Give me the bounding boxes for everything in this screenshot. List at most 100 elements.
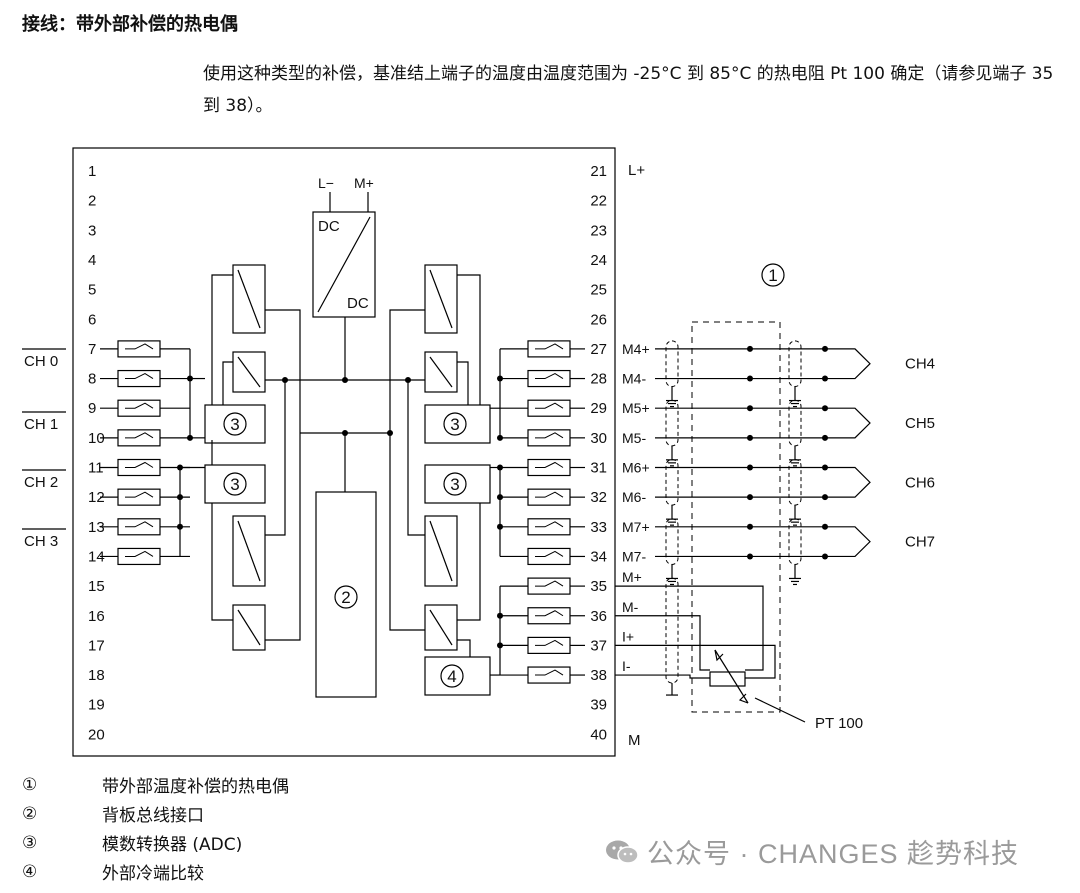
internal-wire <box>265 380 301 641</box>
switch-symbol <box>535 461 564 468</box>
isolator <box>232 515 266 587</box>
junction-dot <box>747 434 753 441</box>
backplane-marker: 2 <box>341 588 350 607</box>
isolator <box>424 264 458 334</box>
terminal-number: 35 <box>590 578 607 595</box>
input-switch <box>117 488 161 506</box>
terminal-number: 36 <box>590 608 607 625</box>
terminal-number: 40 <box>590 726 607 743</box>
internal-wire <box>457 639 471 657</box>
internal-wire <box>211 503 233 621</box>
wire-label: M6+ <box>622 460 650 476</box>
module-outline <box>72 147 616 757</box>
wire-label: M7- <box>622 548 646 564</box>
adc-left-bottom <box>204 464 266 504</box>
input-switch <box>527 547 571 566</box>
switch-symbol <box>535 610 564 617</box>
isolator <box>232 264 266 334</box>
channel-label-right: CH7 <box>905 534 935 551</box>
isolator-diagonal <box>237 269 261 329</box>
terminal-number: 37 <box>590 637 607 654</box>
description-paragraph: 使用这种类型的补偿，基准结上端子的温度由温度范围为 -25°C 到 85°C 的… <box>203 64 1054 116</box>
input-switch <box>117 429 161 447</box>
supply-m: M <box>628 732 641 749</box>
adc-marker: 3 <box>450 475 459 494</box>
adc-left-top <box>204 404 266 444</box>
switch-symbol <box>125 343 154 350</box>
dc-label: DC <box>318 218 340 235</box>
terminal-number: 25 <box>590 282 607 299</box>
input-switch <box>527 577 571 595</box>
terminal-number: 16 <box>88 608 105 625</box>
terminal-number: 8 <box>88 371 96 388</box>
switch-symbol <box>535 343 564 350</box>
wire-label: M7+ <box>622 519 650 535</box>
terminal-number: 1 <box>88 163 96 180</box>
switch-symbol <box>535 521 564 528</box>
terminal-number: 23 <box>590 222 607 239</box>
switch-symbol <box>125 491 154 498</box>
terminal-number: 4 <box>88 252 96 269</box>
input-switch <box>527 636 571 655</box>
supply-l-minus: L− <box>318 175 334 191</box>
junction-dot <box>497 375 503 382</box>
terminal-number: 28 <box>590 371 607 388</box>
input-switch <box>527 340 571 358</box>
isolator-diagonal <box>237 356 261 388</box>
junction-dot <box>497 642 503 649</box>
switch-symbol <box>125 550 154 557</box>
terminal-number: 19 <box>88 697 105 714</box>
thermocouple-tip <box>825 466 871 498</box>
adc-marker: 3 <box>230 415 239 434</box>
switch-symbol <box>535 491 564 498</box>
terminal-number: 21 <box>590 163 607 180</box>
terminal-number: 7 <box>88 341 96 358</box>
switch-symbol <box>535 550 564 557</box>
input-switch <box>527 399 571 417</box>
adc-marker-circle <box>223 412 247 436</box>
switch-symbol <box>535 580 564 587</box>
isolator <box>232 351 266 393</box>
adc-marker: 3 <box>230 475 239 494</box>
terminal-number: 38 <box>590 667 607 684</box>
switch-symbol <box>535 639 564 646</box>
channel-label-right: CH4 <box>905 356 935 373</box>
rtd-wire <box>615 585 764 671</box>
input-switch <box>117 458 161 477</box>
junction-dot <box>497 612 503 619</box>
sensor-marker-circle <box>761 263 785 287</box>
pt100-leader <box>754 697 806 723</box>
internal-wire <box>457 274 481 405</box>
terminal-number: 24 <box>590 252 607 269</box>
terminal-number: 5 <box>88 282 96 299</box>
terminal-number: 14 <box>88 548 105 565</box>
input-switch <box>527 666 571 684</box>
comparator-marker-circle <box>440 664 464 688</box>
rtd-wire-label: I- <box>622 658 631 674</box>
junction-dot <box>747 523 753 530</box>
supply-l-plus: L+ <box>628 162 645 179</box>
page-title: 接线：带外部补偿的热电偶 <box>22 14 238 35</box>
isolator-diagonal <box>237 609 261 646</box>
internal-wire <box>265 309 301 380</box>
input-switch <box>117 547 161 566</box>
backplane-marker-circle <box>334 585 358 609</box>
comparator-box <box>424 656 491 696</box>
terminal-number: 6 <box>88 311 96 328</box>
terminal-number: 20 <box>88 726 105 743</box>
dc-label: DC <box>347 295 369 312</box>
wire-label: M4- <box>622 371 646 387</box>
input-switch <box>527 458 571 477</box>
pt100-arrowhead <box>714 649 724 662</box>
terminal-number: 17 <box>88 637 105 654</box>
input-switch <box>527 429 571 447</box>
pt100-label: PT 100 <box>815 715 863 732</box>
terminal-number: 26 <box>590 311 607 328</box>
input-switch <box>527 518 571 536</box>
input-switch <box>527 369 571 388</box>
isolator <box>424 604 458 651</box>
isolator-diagonal <box>429 609 453 646</box>
